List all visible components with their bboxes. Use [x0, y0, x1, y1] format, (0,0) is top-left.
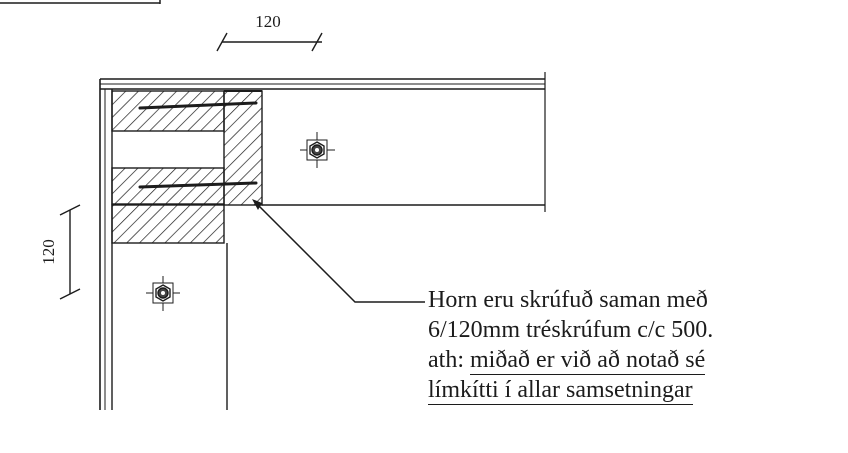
- note-line-3: ath: miðað er við að notað sé: [428, 345, 838, 375]
- side-dimension-label: 120: [39, 239, 58, 265]
- block-bottom: [111, 204, 225, 244]
- leader-line: [252, 199, 425, 303]
- top-dimension-label: 120: [255, 12, 281, 31]
- note-line-1: Horn eru skrúfuð saman með: [428, 287, 708, 313]
- bolt-right: [300, 132, 335, 168]
- note-line-3-underlined: miðað er við að notað sé: [470, 347, 706, 375]
- screw-upper: [138, 101, 258, 110]
- annotation-note: Horn eru skrúfuð saman með 6/120mm trésk…: [428, 285, 838, 405]
- timber-blocks: [111, 90, 263, 244]
- side-dimension: 120: [39, 204, 81, 300]
- note-line-3-prefix: ath:: [428, 347, 470, 373]
- vertical-post: [99, 79, 228, 410]
- screw-lower: [138, 181, 258, 189]
- bolt-left: [146, 276, 180, 311]
- note-line-4-underlined: límkítti í allar samsetningar: [428, 377, 693, 405]
- block-top: [111, 90, 225, 132]
- corner-post: [223, 90, 263, 206]
- note-line-4: límkítti í allar samsetningar: [428, 375, 838, 405]
- note-line-2: 6/120mm tréskrúfum c/c 500.: [428, 317, 714, 343]
- top-dimension: 120: [216, 12, 323, 52]
- screws: [138, 101, 258, 189]
- horizontal-beam: [100, 72, 546, 212]
